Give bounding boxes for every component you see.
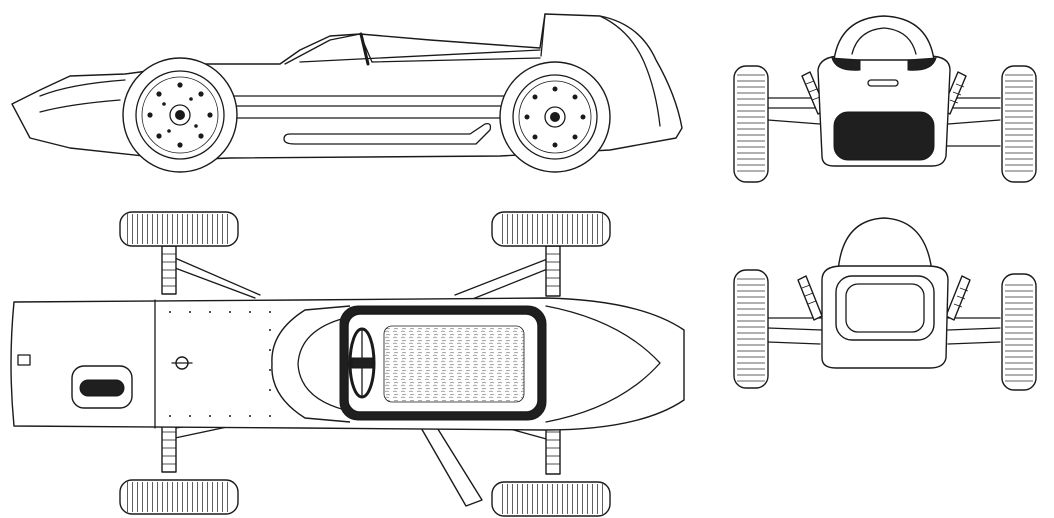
top-windscreen-inner [297,317,346,411]
top-rear-shock-lower [545,423,561,475]
top-exhaust [419,425,483,507]
top-fuel-cap [171,356,193,370]
front-view-windscreen [833,15,935,61]
top-seat [383,325,525,403]
top-front-suspension [174,257,261,439]
front-view-grille [833,111,935,161]
front-view-wishbones [767,97,1001,147]
rear-view-headrest [837,217,933,273]
front-view-tire-left [733,65,769,183]
rear-view-engine-cover [835,275,935,341]
rear-view-tire-right [1001,273,1037,391]
top-view [10,211,685,517]
front-view-tire-right [1001,65,1037,183]
rear-view-shock-left [797,275,823,321]
side-exhaust [283,122,492,145]
rear-view-tire-left [733,269,769,389]
side-rear-wheel [499,61,611,173]
top-rear-suspension [454,257,551,441]
rear-view [733,217,1037,391]
side-windscreen [284,33,373,65]
rear-view-panel [845,283,925,333]
top-nose-intake [79,379,125,397]
top-rear-tire-upper [491,211,611,247]
top-front-tire-upper [119,211,239,247]
side-cockpit-rim [299,49,541,63]
top-rear-shock-upper [545,245,561,297]
top-nose-badge [17,354,31,366]
top-rear-deck [545,305,661,423]
side-body-crease [224,95,506,119]
front-view-badge [867,79,899,87]
top-front-tire-lower [119,479,239,515]
side-nose-line [39,79,126,113]
side-rollbar [359,32,370,66]
top-windscreen [271,305,351,423]
top-front-shock-lower [161,423,177,473]
side-view [11,13,683,173]
top-steering-wheel [348,327,376,399]
side-headrest [540,13,661,127]
front-view-steering [851,27,917,55]
front-view [733,15,1037,183]
rear-view-axle [767,317,1001,345]
rear-view-shock-right [945,275,971,321]
top-rear-tire-lower [491,481,611,517]
top-front-shock-upper [161,245,177,295]
front-view-mirrors [831,57,937,71]
side-front-wheel [122,57,238,173]
